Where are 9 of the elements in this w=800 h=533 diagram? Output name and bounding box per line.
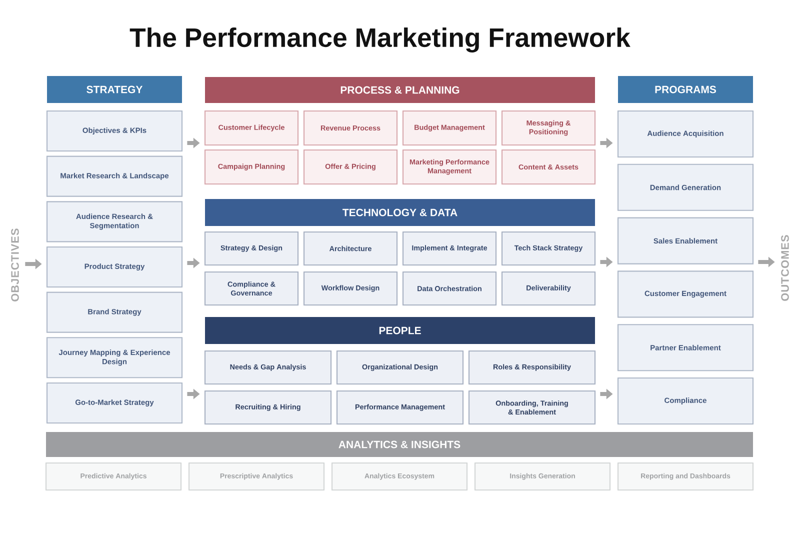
category-header: PEOPLE <box>205 317 595 344</box>
category-header: TECHNOLOGY & DATA <box>205 199 595 226</box>
vertical-label: OUTCOMES <box>781 235 789 301</box>
category-header: ANALYTICS & INSIGHTS <box>46 432 753 457</box>
category-header: PROGRAMS <box>618 76 753 103</box>
category-header: STRATEGY <box>47 76 182 103</box>
title: The Performance Marketing Framework <box>130 28 630 52</box>
category-header: PROCESS & PLANNING <box>205 77 595 103</box>
vertical-label: OBJECTIVES <box>11 228 19 302</box>
